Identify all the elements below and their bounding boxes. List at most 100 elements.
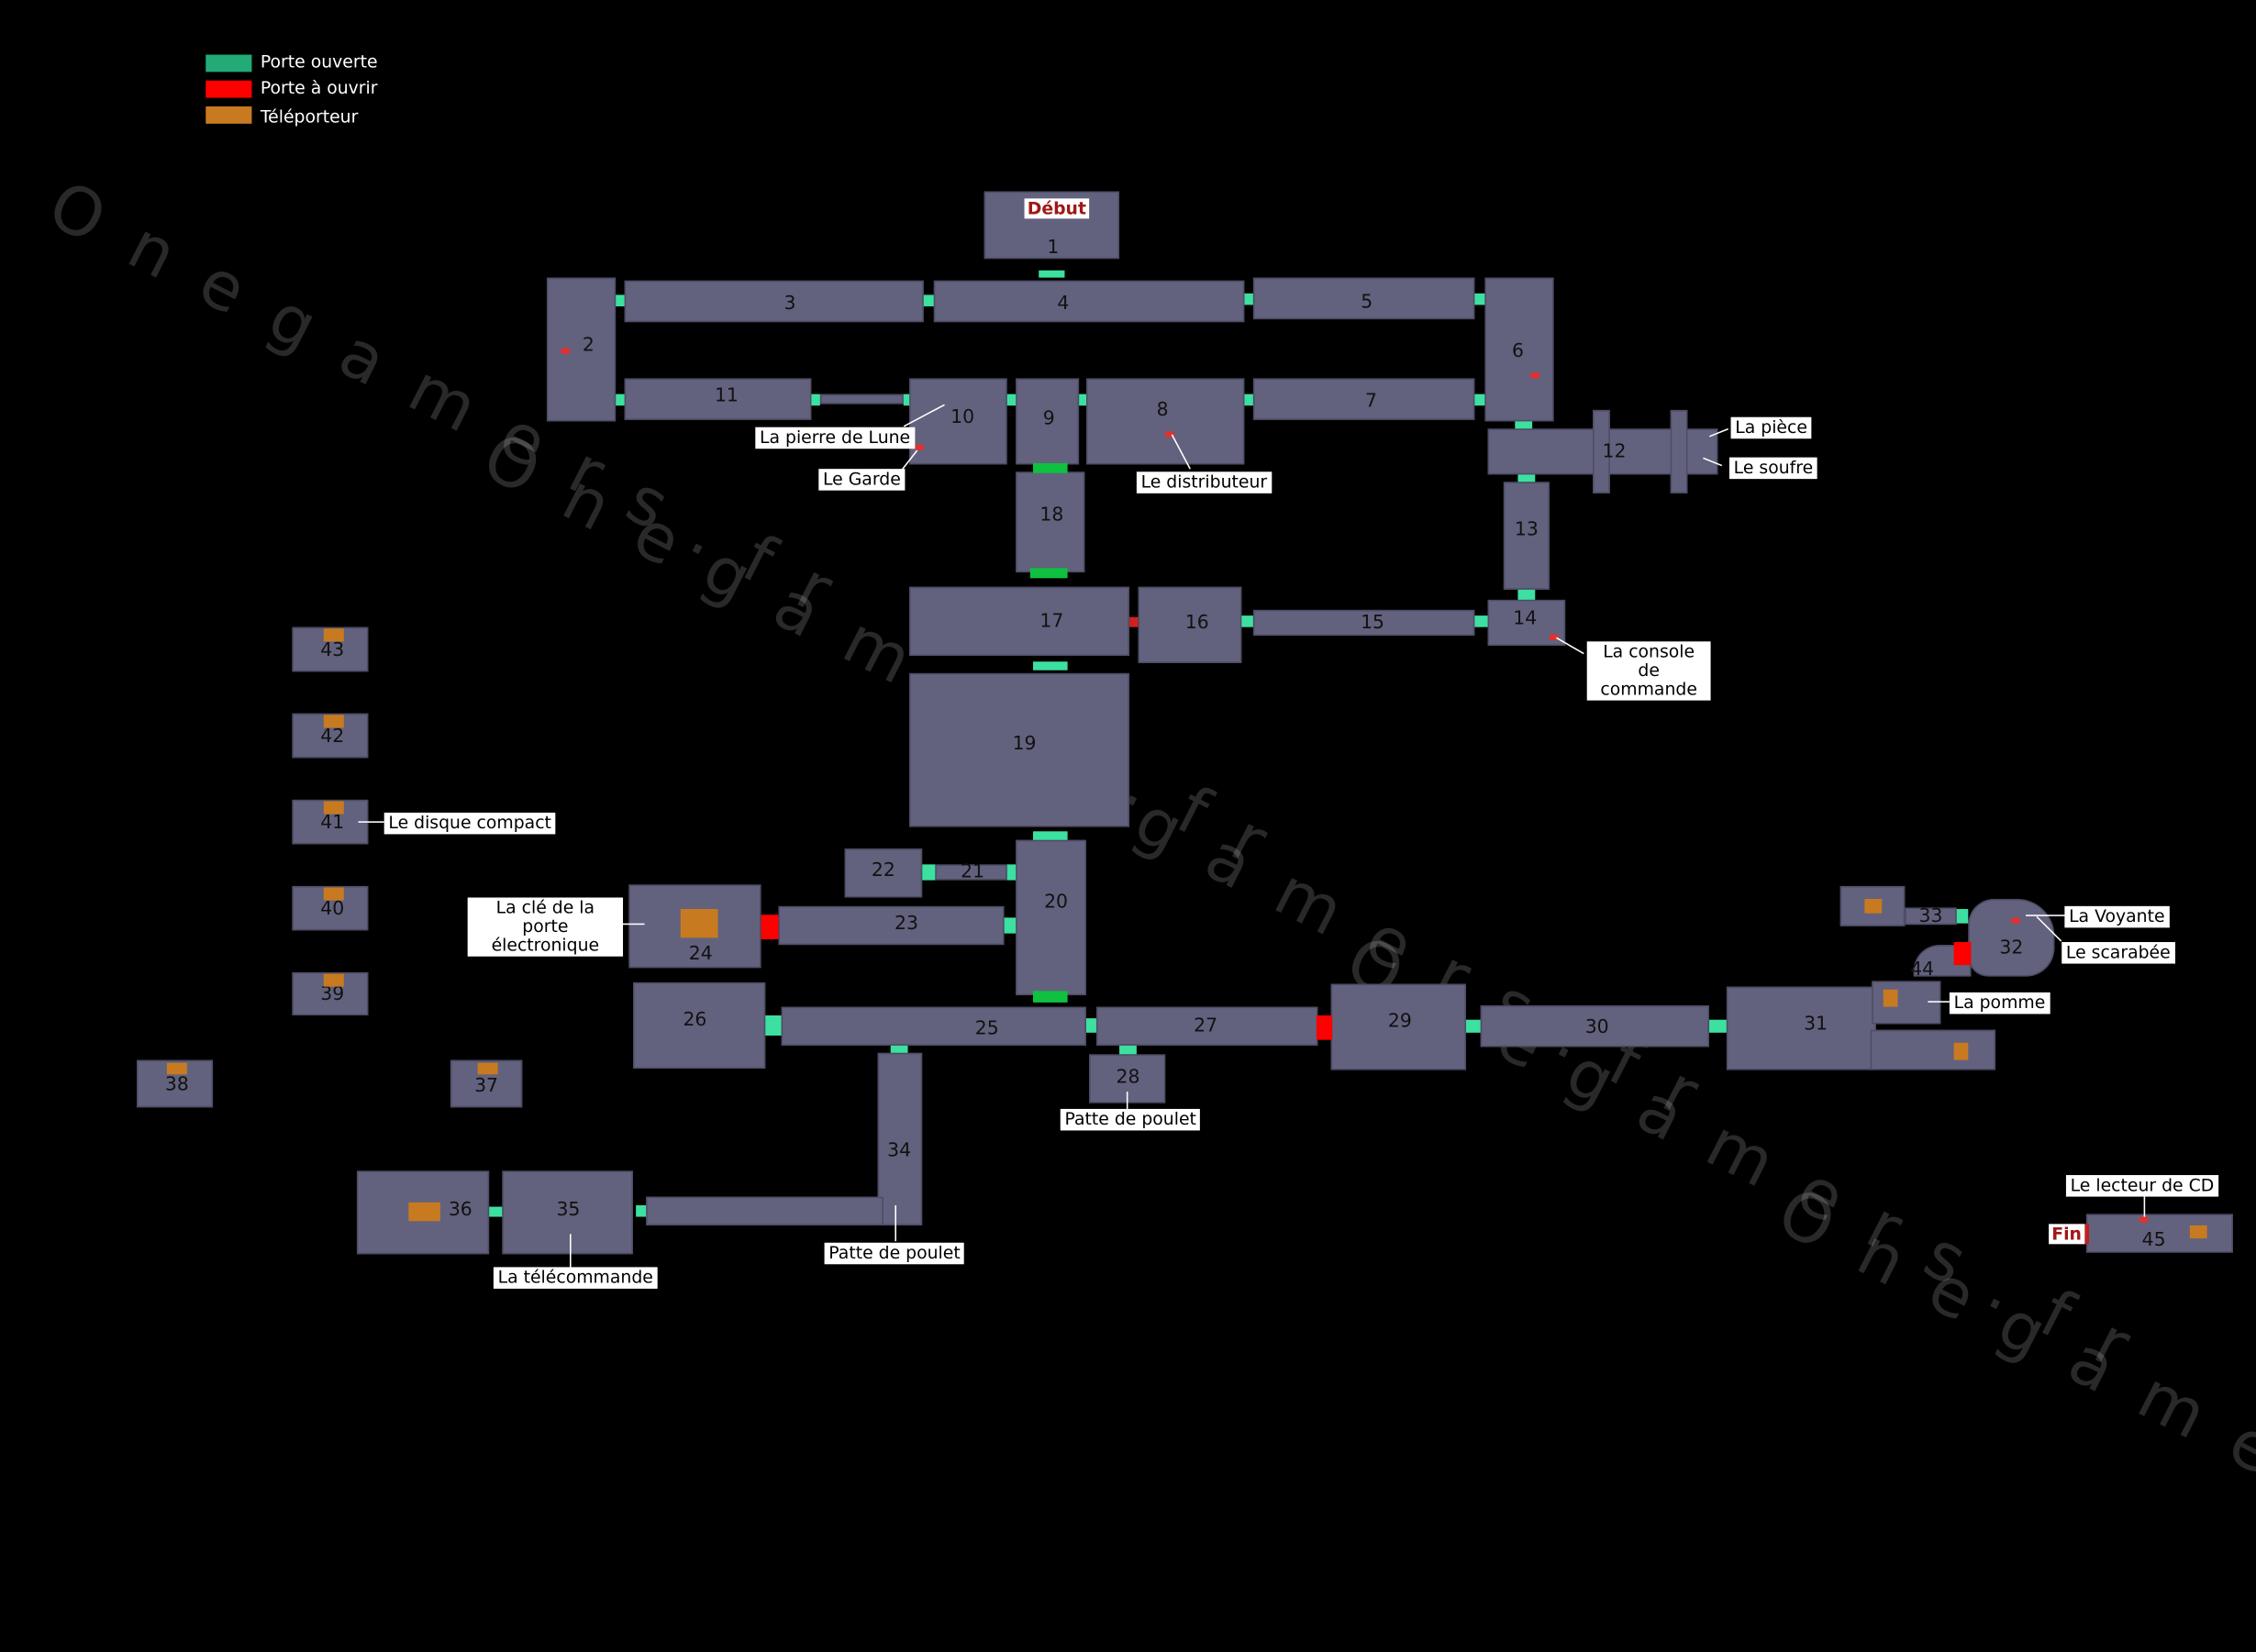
open-door[interactable]	[922, 864, 936, 881]
room-13[interactable]	[1503, 482, 1550, 590]
teleporter[interactable]	[1953, 1042, 1969, 1060]
room-35[interactable]	[502, 1170, 634, 1255]
room-9[interactable]	[1016, 378, 1080, 465]
room-29[interactable]	[1330, 983, 1466, 1070]
room-34[interactable]	[877, 1052, 923, 1225]
open-door[interactable]	[1079, 394, 1086, 406]
room-label: 11	[714, 385, 739, 407]
room-8[interactable]	[1085, 378, 1245, 465]
room-6[interactable]	[1484, 277, 1554, 422]
room-3[interactable]	[624, 280, 924, 323]
open-door[interactable]	[890, 1045, 908, 1053]
label-patte-poulet-28: Patte de poulet	[1060, 1108, 1201, 1131]
open-door[interactable]	[1465, 1019, 1481, 1033]
open-door[interactable]	[1085, 1018, 1096, 1033]
legend-teleporter-swatch	[206, 106, 252, 124]
room-2[interactable]	[546, 277, 617, 422]
item-marker	[2011, 917, 2020, 924]
teleporter[interactable]	[1864, 899, 1883, 914]
open-door[interactable]	[1032, 661, 1068, 671]
open-door[interactable]	[1032, 991, 1068, 1003]
room-15[interactable]	[1252, 609, 1475, 637]
room-26[interactable]	[633, 981, 766, 1070]
locked-door[interactable]	[1316, 1015, 1333, 1040]
leader-line	[2026, 915, 2066, 916]
open-door[interactable]	[1515, 421, 1533, 429]
room-16[interactable]	[1138, 586, 1242, 663]
open-door[interactable]	[1474, 293, 1485, 305]
open-door[interactable]	[1006, 394, 1017, 406]
room-22[interactable]	[844, 848, 923, 898]
room-31[interactable]	[1726, 986, 1876, 1070]
open-door[interactable]	[1039, 270, 1065, 278]
teleporter[interactable]	[2189, 1225, 2207, 1239]
locked-door[interactable]	[761, 915, 779, 939]
room-label: 14	[1513, 608, 1538, 630]
room-label: 33	[1918, 905, 1943, 928]
open-door[interactable]	[1119, 1045, 1137, 1055]
room-20[interactable]	[1016, 839, 1086, 996]
room-21[interactable]	[935, 864, 1007, 881]
corridor-11-10	[819, 394, 904, 405]
label-le-distributeur: Le distributeur	[1136, 471, 1272, 493]
teleporter[interactable]	[408, 1202, 440, 1222]
teleporter[interactable]	[1883, 989, 1898, 1007]
room-10[interactable]	[909, 378, 1007, 465]
open-door[interactable]	[1517, 474, 1536, 482]
room-label: 2	[582, 335, 595, 357]
open-door[interactable]	[616, 394, 625, 406]
room-23[interactable]	[778, 905, 1005, 946]
room-4[interactable]	[933, 280, 1245, 323]
room-17[interactable]	[909, 586, 1130, 657]
open-door[interactable]	[1032, 462, 1068, 473]
locked-door-small[interactable]	[1129, 616, 1139, 627]
room-11[interactable]	[624, 378, 812, 420]
room-32[interactable]	[1968, 899, 2055, 977]
open-door[interactable]	[489, 1206, 503, 1217]
open-door[interactable]	[811, 394, 820, 406]
teleporter[interactable]	[477, 1062, 498, 1075]
teleporter[interactable]	[680, 908, 718, 938]
teleporter[interactable]	[323, 973, 344, 987]
teleporter[interactable]	[323, 887, 344, 901]
teleporter[interactable]	[323, 628, 344, 642]
open-door[interactable]	[923, 294, 934, 306]
teleporter[interactable]	[323, 801, 344, 815]
open-door[interactable]	[1709, 1019, 1727, 1033]
room-18[interactable]	[1016, 471, 1085, 573]
room-5[interactable]	[1252, 277, 1475, 320]
open-door[interactable]	[1241, 615, 1253, 627]
open-door[interactable]	[1032, 831, 1068, 840]
locked-door[interactable]	[1953, 942, 1972, 966]
room-label: 18	[1039, 504, 1064, 527]
open-door[interactable]	[1004, 917, 1017, 934]
room-label: 40	[320, 899, 345, 921]
open-door[interactable]	[1006, 864, 1017, 881]
open-door[interactable]	[1474, 394, 1485, 406]
open-door[interactable]	[1244, 293, 1253, 305]
room-label: 16	[1184, 612, 1209, 635]
room-7[interactable]	[1252, 378, 1475, 420]
room-31-wing	[1870, 1029, 1996, 1070]
open-door[interactable]	[765, 1015, 782, 1036]
open-door[interactable]	[1474, 615, 1488, 627]
open-door[interactable]	[903, 394, 910, 406]
room-27[interactable]	[1095, 1006, 1318, 1046]
open-door[interactable]	[1956, 908, 1969, 924]
room-45[interactable]	[2085, 1214, 2233, 1253]
teleporter[interactable]	[166, 1062, 187, 1075]
open-door[interactable]	[616, 294, 625, 306]
item-marker	[1165, 431, 1174, 438]
open-door[interactable]	[1244, 394, 1253, 406]
room-label: 34	[887, 1140, 912, 1162]
open-door[interactable]	[636, 1204, 647, 1217]
label-telecommande: La télécommande	[493, 1267, 658, 1289]
room-label: 7	[1365, 391, 1377, 414]
room-label: 31	[1804, 1014, 1828, 1036]
room-25[interactable]	[781, 1006, 1086, 1046]
room-30[interactable]	[1480, 1005, 1710, 1048]
room-19[interactable]	[909, 672, 1130, 827]
teleporter[interactable]	[323, 715, 344, 728]
open-door[interactable]	[1517, 589, 1536, 600]
open-door[interactable]	[1029, 568, 1068, 579]
